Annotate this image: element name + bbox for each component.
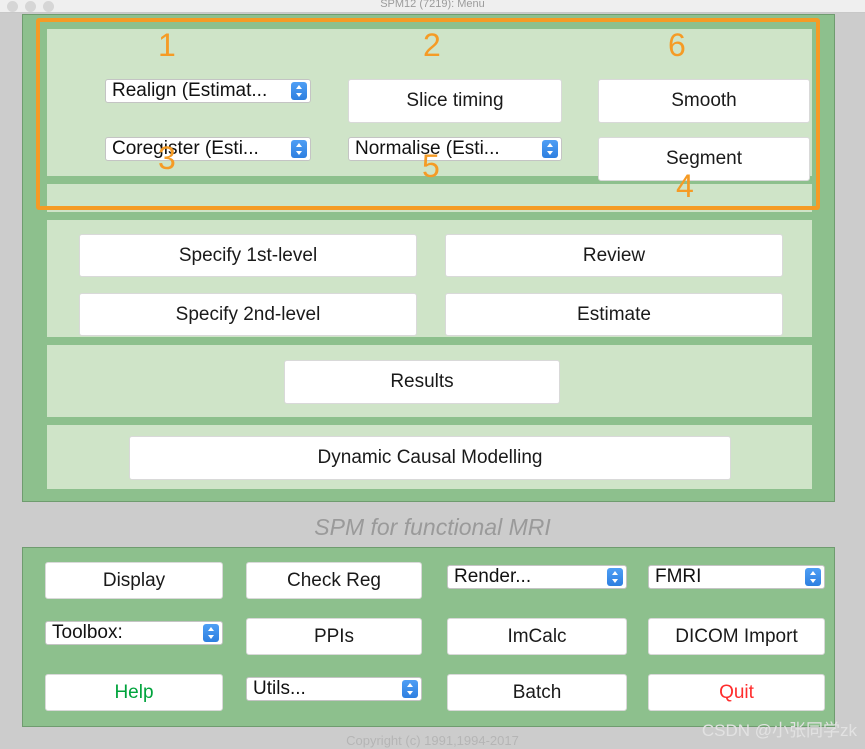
results-button[interactable]: Results	[284, 360, 560, 404]
modality-popup-label: FMRI	[655, 566, 702, 587]
slice-timing-button[interactable]: Slice timing	[348, 79, 562, 123]
dcm-panel: Dynamic Causal Modelling	[47, 425, 812, 489]
modality-popup[interactable]: FMRI	[648, 565, 825, 589]
minimize-icon[interactable]	[25, 1, 36, 12]
utils-popup-label: Utils...	[253, 678, 306, 699]
quit-button[interactable]: Quit	[648, 674, 825, 711]
smooth-button[interactable]: Smooth	[598, 79, 810, 123]
segment-button[interactable]: Segment	[598, 137, 810, 181]
render-popup-label: Render...	[454, 566, 532, 587]
display-button[interactable]: Display	[45, 562, 223, 599]
chevron-updown-icon	[203, 624, 219, 642]
normalise-popup-label: Normalise (Esti...	[355, 138, 500, 159]
results-panel: Results	[47, 345, 812, 417]
main-panel: Realign (Estimat... Slice timing Smooth …	[22, 14, 835, 502]
watermark-text: CSDN @小张同学zk	[701, 721, 857, 740]
spacer-panel	[47, 184, 812, 212]
specify-1st-level-button[interactable]: Specify 1st-level	[79, 234, 417, 277]
zoom-icon[interactable]	[43, 1, 54, 12]
toolbox-popup[interactable]: Toolbox:	[45, 621, 223, 645]
chevron-updown-icon	[291, 140, 307, 158]
batch-button[interactable]: Batch	[447, 674, 627, 711]
render-popup[interactable]: Render...	[447, 565, 627, 589]
specify-2nd-level-button[interactable]: Specify 2nd-level	[79, 293, 417, 336]
stats-panel: Specify 1st-level Review Specify 2nd-lev…	[47, 220, 812, 337]
window-title: SPM12 (7219): Menu	[380, 0, 485, 10]
check-reg-button[interactable]: Check Reg	[246, 562, 422, 599]
ppis-button[interactable]: PPIs	[246, 618, 422, 655]
help-button[interactable]: Help	[45, 674, 223, 711]
chevron-updown-icon	[542, 140, 558, 158]
coregister-popup-label: Coregister (Esti...	[112, 138, 259, 159]
realign-popup[interactable]: Realign (Estimat...	[105, 79, 311, 103]
toolbox-popup-label: Toolbox:	[52, 622, 123, 643]
dynamic-causal-modelling-button[interactable]: Dynamic Causal Modelling	[129, 436, 731, 480]
close-icon[interactable]	[7, 1, 18, 12]
chevron-updown-icon	[291, 82, 307, 100]
chevron-updown-icon	[805, 568, 821, 586]
chevron-updown-icon	[607, 568, 623, 586]
coregister-popup[interactable]: Coregister (Esti...	[105, 137, 311, 161]
copyright-text: Copyright (c) 1991,1994-2017	[346, 733, 519, 748]
review-button[interactable]: Review	[445, 234, 783, 277]
preprocessing-panel: Realign (Estimat... Slice timing Smooth …	[47, 29, 812, 181]
utilities-panel: Display Check Reg Render... FMRI Toolbox…	[22, 547, 835, 727]
estimate-button[interactable]: Estimate	[445, 293, 783, 336]
window-titlebar: SPM12 (7219): Menu	[0, 0, 865, 13]
realign-popup-label: Realign (Estimat...	[112, 80, 268, 101]
normalise-popup[interactable]: Normalise (Esti...	[348, 137, 562, 161]
imcalc-button[interactable]: ImCalc	[447, 618, 627, 655]
chevron-updown-icon	[402, 680, 418, 698]
dicom-import-button[interactable]: DICOM Import	[648, 618, 825, 655]
utils-popup[interactable]: Utils...	[246, 677, 422, 701]
tagline: SPM for functional MRI	[314, 514, 551, 540]
